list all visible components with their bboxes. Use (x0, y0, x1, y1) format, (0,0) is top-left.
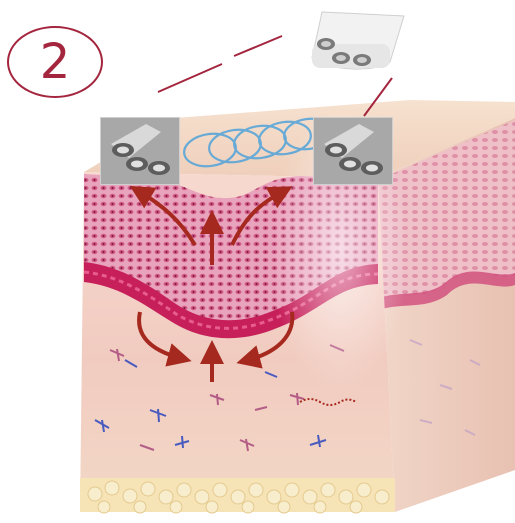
handpiece-inset-icon (314, 118, 393, 185)
step-number-badge: 2 (7, 26, 103, 98)
treatment-handpiece-icon (312, 12, 404, 69)
step-number: 2 (40, 38, 71, 86)
handpiece-inset-right (313, 117, 393, 185)
fat-layer (80, 478, 395, 513)
handpiece-inset-icon (101, 118, 180, 185)
handpiece-inset-left (100, 117, 180, 185)
